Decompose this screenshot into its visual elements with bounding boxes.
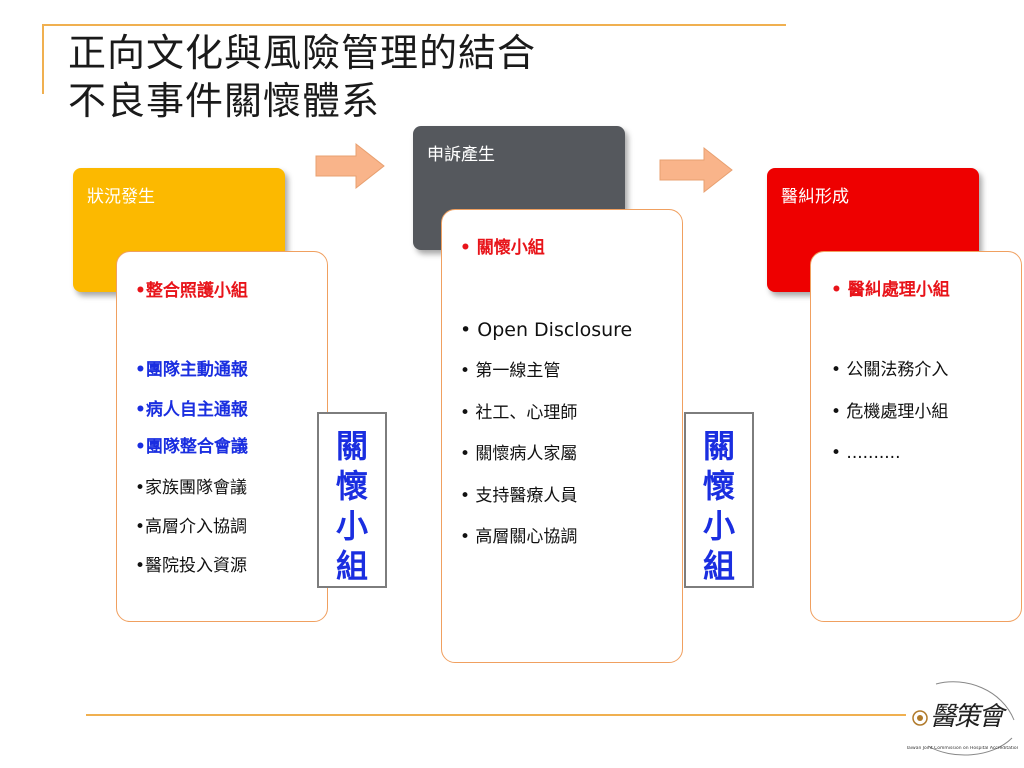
list-item: • Open Disclosure <box>460 319 633 341</box>
title-left-rule <box>42 24 44 94</box>
footer-rule <box>86 714 906 716</box>
list-item: • .......... <box>831 443 901 463</box>
list-item: •整合照護小組 <box>135 281 248 301</box>
slide-title-line2: 不良事件關懷體系 <box>68 79 381 123</box>
title-top-rule <box>42 24 786 26</box>
list-item: •家族團隊會議 <box>135 478 248 498</box>
list-item: •高層介入協調 <box>135 517 248 537</box>
stage-card-situation: •整合照護小組 •團隊主動通報 •病人自主通報 •團隊整合會議 •家族團隊會議 … <box>116 251 328 622</box>
stage-header-label: 狀況發生 <box>87 187 155 207</box>
list-item: • 關懷病人家屬 <box>460 444 578 464</box>
care-team-label: 關 懷 小 組 <box>684 412 754 588</box>
list-item: •病人自主通報 <box>135 400 248 420</box>
list-item: • 關懷小組 <box>460 238 545 258</box>
stage-header-label: 醫糾形成 <box>781 187 849 207</box>
stage-header-label: 申訴產生 <box>427 145 495 165</box>
arrow-right-icon <box>659 146 733 194</box>
list-item: • 社工、心理師 <box>460 403 578 423</box>
list-item: • 危機處理小組 <box>831 402 949 422</box>
list-item: • 第一線主管 <box>460 361 561 381</box>
list-item: •團隊整合會議 <box>135 437 248 457</box>
stage-card-dispute: • 醫糾處理小組 • 公關法務介入 • 危機處理小組 • .......... <box>810 251 1022 622</box>
arrow-right-icon <box>315 142 385 190</box>
list-item: • 高層關心協調 <box>460 527 578 547</box>
list-item: •團隊主動通報 <box>135 360 248 380</box>
list-item: • 醫糾處理小組 <box>831 280 950 300</box>
list-item: •醫院投入資源 <box>135 556 248 576</box>
care-team-label: 關 懷 小 組 <box>317 412 387 588</box>
logo-seal-icon <box>912 681 1015 756</box>
list-item: • 支持醫療人員 <box>460 486 578 506</box>
slide-title-line1: 正向文化與風險管理的結合 <box>68 31 537 75</box>
logo-caption: Taiwan Joint Commission on Hospital Accr… <box>906 746 1018 751</box>
list-item: • 公關法務介入 <box>831 360 949 380</box>
tjcha-logo: 醫策會 Taiwan Joint Commission on Hospital … <box>906 676 1018 760</box>
logo-mark: 醫策會 <box>930 702 1004 732</box>
stage-card-complaint: • 關懷小組 • Open Disclosure • 第一線主管 • 社工、心理… <box>441 209 683 663</box>
